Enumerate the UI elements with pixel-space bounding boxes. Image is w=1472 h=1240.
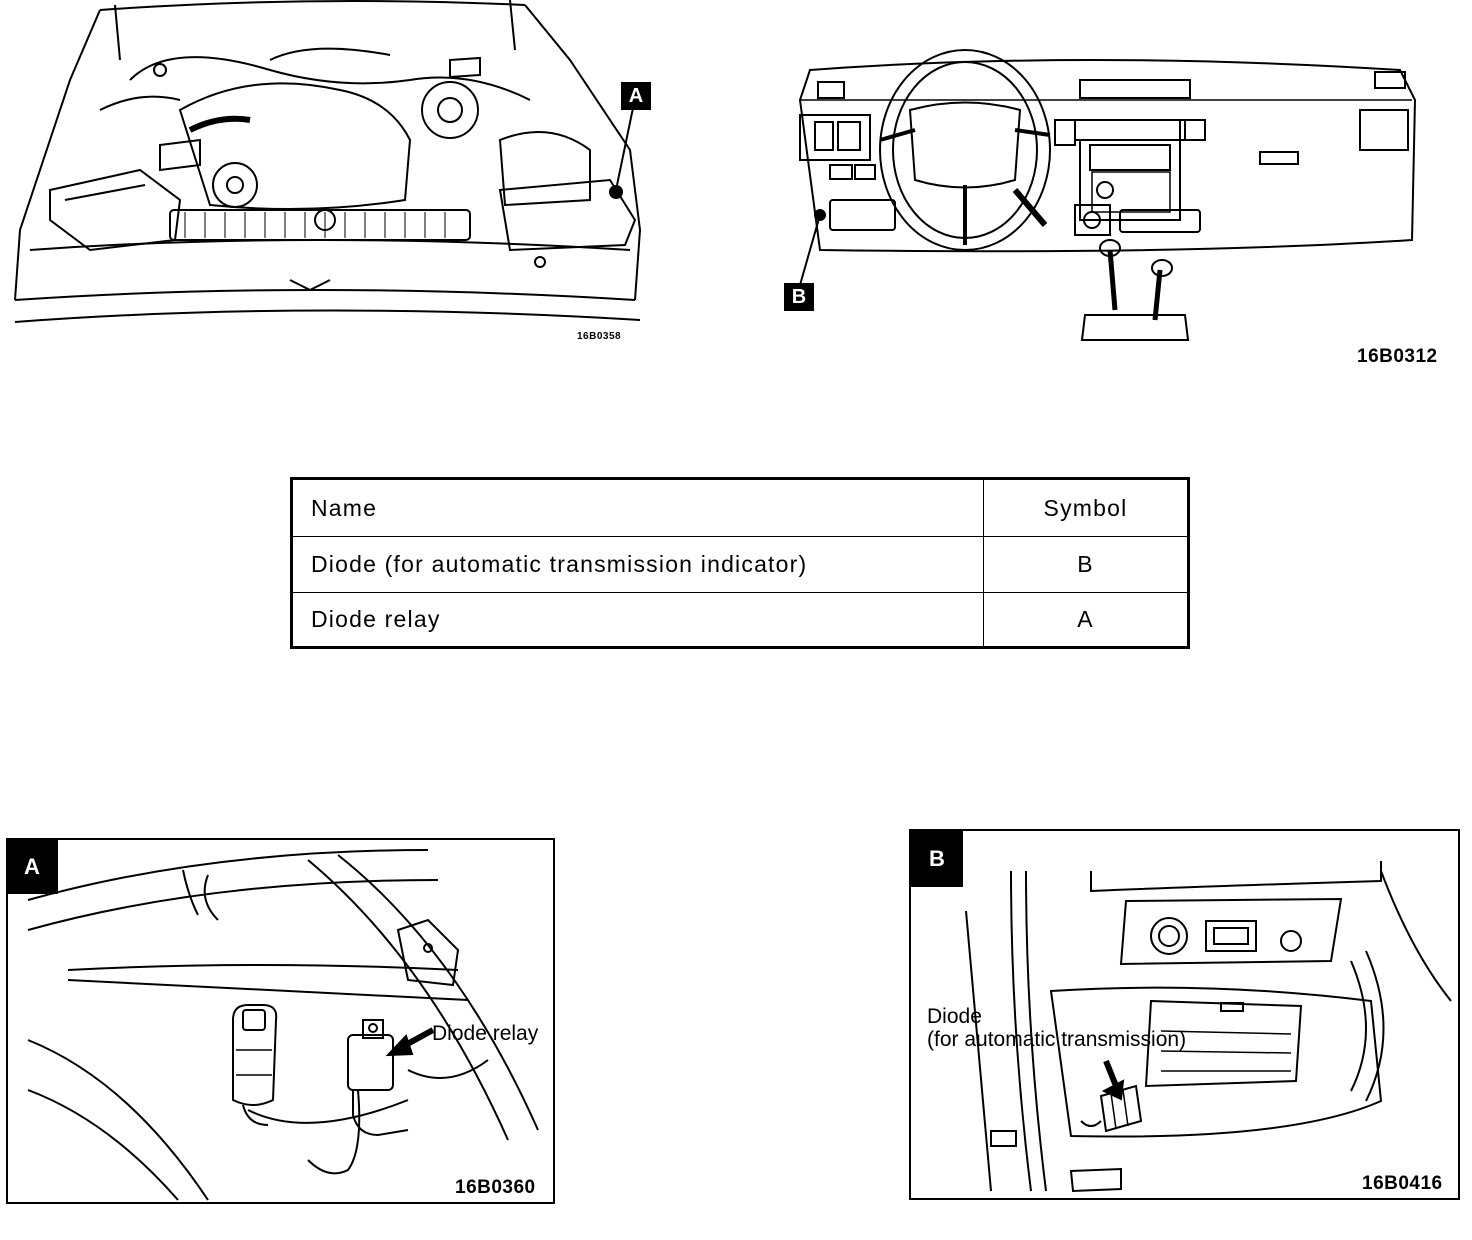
dashboard-illustration [780, 40, 1430, 350]
engine-bay-badge-a: A [621, 82, 651, 110]
table-header-row: Name Symbol [291, 477, 1189, 538]
row-symbol: B [983, 536, 1189, 593]
row-name: Diode relay [291, 591, 984, 649]
detail-a-frame [6, 838, 555, 1204]
engine-bay-illustration [10, 0, 650, 350]
header-symbol: Symbol [983, 477, 1189, 538]
table-row: Diode relay A [291, 591, 1189, 649]
detail-b-frame [909, 829, 1460, 1200]
dashboard-figure-code: 16B0312 [1357, 346, 1438, 367]
diode-callout-line1: Diode [927, 1005, 982, 1028]
detail-a-badge: A [6, 840, 58, 894]
detail-b-badge: B [911, 831, 963, 887]
row-name: Diode (for automatic transmission indica… [291, 536, 984, 593]
diode-callout-line2: (for automatic transmission) [927, 1028, 1187, 1051]
dashboard-badge-b: B [784, 283, 814, 311]
row-symbol: A [983, 591, 1189, 649]
detail-a-figure-code: 16B0360 [455, 1177, 536, 1198]
detail-b-figure-code: 16B0416 [1362, 1173, 1443, 1194]
diode-relay-callout: Diode relay [432, 1022, 539, 1045]
parts-table: Name Symbol Diode (for automatic transmi… [290, 477, 1190, 649]
table-row: Diode (for automatic transmission indica… [291, 536, 1189, 593]
engine-bay-figure-code: 16B0358 [577, 331, 622, 342]
header-name: Name [291, 477, 984, 538]
